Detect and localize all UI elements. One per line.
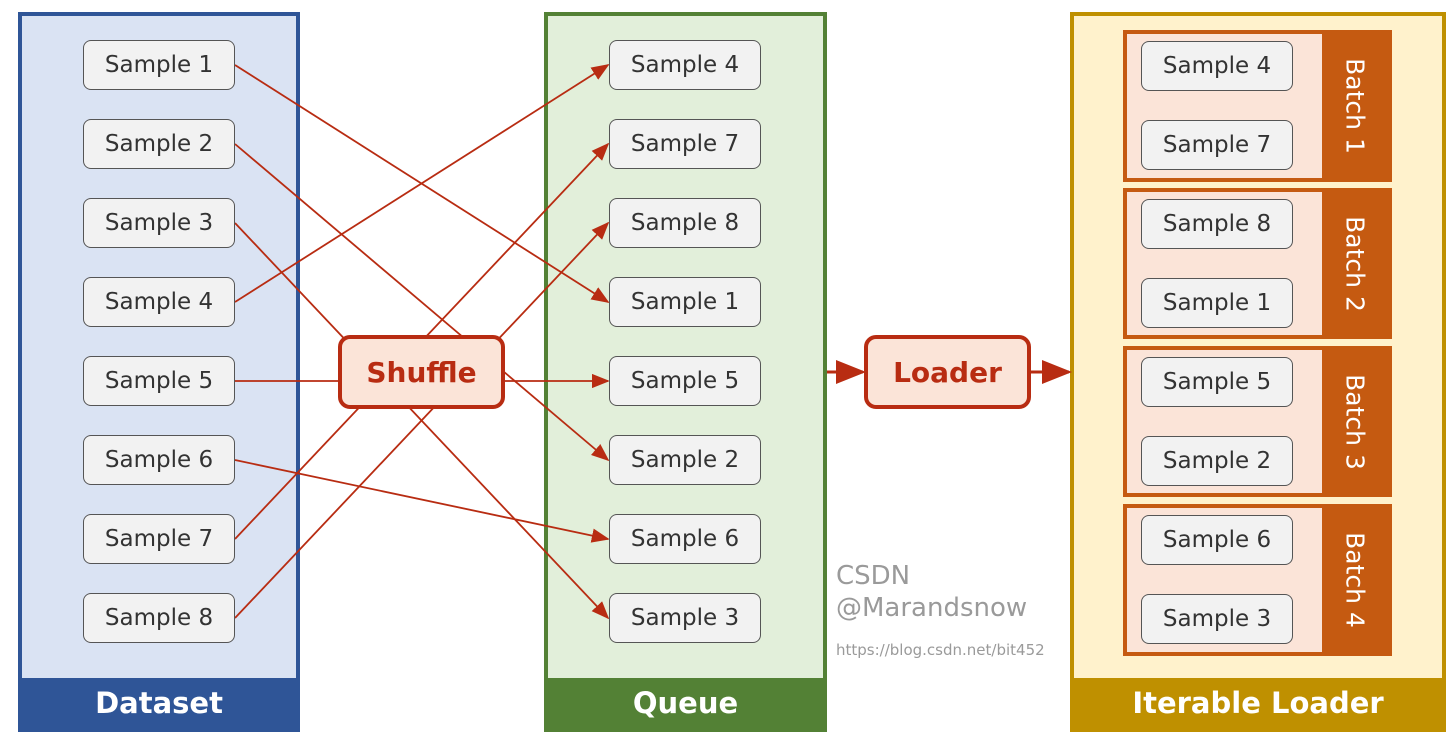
batch-sample: Sample 5 [1141,357,1293,407]
loader-box: Loader [864,335,1031,409]
queue-label: Queue [548,678,823,728]
batch-label: Batch 1 [1340,58,1370,154]
batch-sample: Sample 3 [1141,594,1293,644]
queue-sample: Sample 1 [609,277,761,327]
queue-sample: Sample 2 [609,435,761,485]
shuffle-arrow [234,143,610,462]
queue-sample: Sample 7 [609,119,761,169]
dataset-sample: Sample 1 [83,40,235,90]
dataset-sample: Sample 6 [83,435,235,485]
queue-sample: Sample 3 [609,593,761,643]
dataset-sample: Sample 2 [83,119,235,169]
batch-sample: Sample 7 [1141,120,1293,170]
batch-label: Batch 3 [1340,373,1370,470]
shuffle-arrow [234,221,610,619]
queue-sample: Sample 5 [609,356,761,406]
dataset-sample: Sample 3 [83,198,235,248]
dataset-sample: Sample 4 [83,277,235,327]
shuffle-box: Shuffle [338,335,505,409]
batch-sample: Sample 6 [1141,515,1293,565]
batch-sample: Sample 2 [1141,436,1293,486]
dataset-sample: Sample 8 [83,593,235,643]
shuffle-arrow [234,459,610,543]
watermark-url: https://blog.csdn.net/bit452 [836,641,1045,659]
queue-sample: Sample 6 [609,514,761,564]
batch-sample: Sample 4 [1141,41,1293,91]
dataset-sample: Sample 7 [83,514,235,564]
batch-sample: Sample 1 [1141,278,1293,328]
dataset-sample: Sample 5 [83,356,235,406]
batch-label: Batch 4 [1340,532,1370,628]
batch-sample: Sample 8 [1141,199,1293,249]
queue-sample: Sample 4 [609,40,761,90]
iterable-loader-label: Iterable Loader [1074,678,1442,728]
batch-label: Batch 2 [1340,215,1370,312]
watermark: CSDN @Marandsnow [836,561,1028,623]
dataset-label: Dataset [22,678,296,728]
shuffle-arrow [234,64,610,303]
queue-sample: Sample 8 [609,198,761,248]
